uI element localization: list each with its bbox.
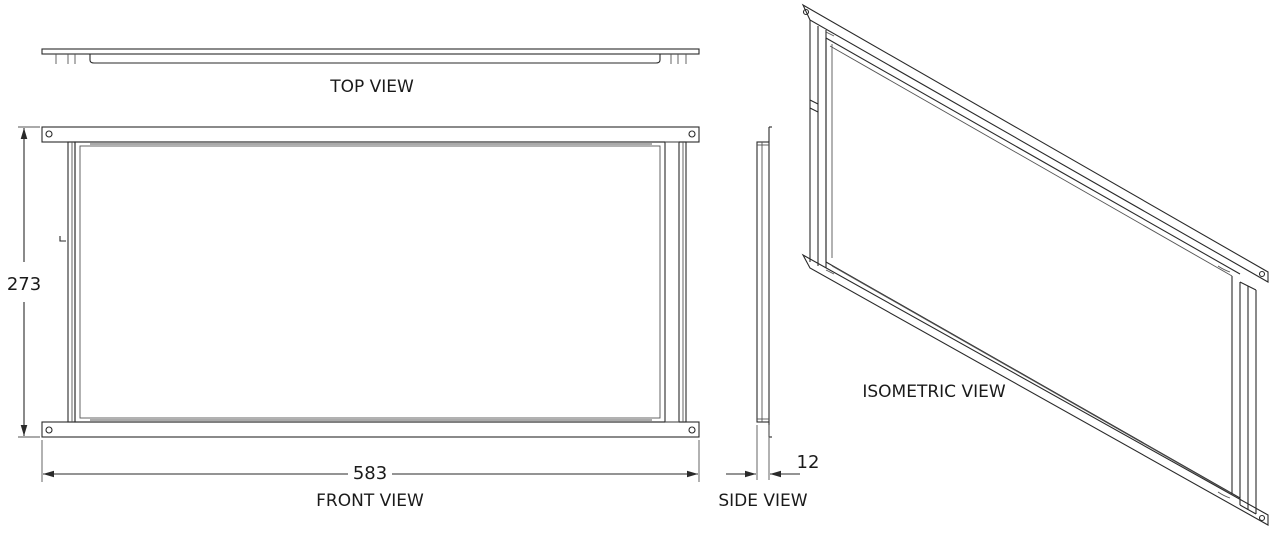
top-view: TOP VIEW [41,48,700,97]
top-view-label: TOP VIEW [329,77,414,97]
side-view: 12 SIDE VIEW [718,126,820,511]
depth-dimension: 12 [797,452,820,473]
front-view: 273 583 FRONT VIEW [7,126,700,511]
height-dimension: 273 [7,274,41,295]
side-view-label: SIDE VIEW [718,491,807,511]
isometric-view-label: ISOMETRIC VIEW [862,382,1005,402]
width-dimension: 583 [353,463,387,484]
isometric-view: ISOMETRIC VIEW [801,3,1269,526]
front-view-label: FRONT VIEW [316,491,424,511]
